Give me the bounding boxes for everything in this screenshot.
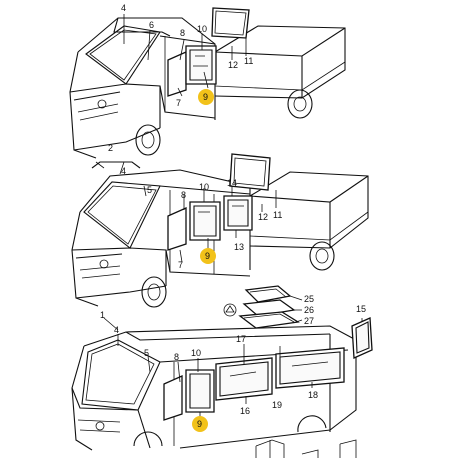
callout-14: 14 [227, 178, 237, 188]
callout-4: 4 [121, 3, 126, 13]
callout-4: 4 [121, 166, 126, 176]
callout-7: 7 [178, 260, 183, 270]
rear-window-part [229, 153, 271, 191]
callout-15: 15 [356, 304, 366, 314]
callout-11: 11 [244, 56, 253, 66]
callout-26: 26 [304, 305, 314, 315]
callout-9: 9 [197, 419, 202, 429]
side-window-assembly [167, 45, 217, 97]
callout-10: 10 [191, 348, 201, 358]
callout-13: 13 [234, 242, 244, 252]
callout-11: 11 [273, 210, 282, 220]
callout-8: 8 [181, 190, 186, 200]
callout-4: 4 [114, 325, 119, 335]
callout-5: 5 [147, 185, 152, 195]
callout-17: 17 [236, 334, 246, 344]
callout-6: 6 [149, 20, 154, 30]
view-double-cab: 2 4 5 8 10 14 12 11 7 13 9 [71, 143, 369, 308]
side-window-part [351, 317, 373, 359]
side-window-assembly [167, 195, 253, 251]
view-van: 1 4 5 8 10 17 19 16 18 15 25 26 27 9 [71, 285, 373, 458]
truck-body-outline [71, 161, 369, 308]
callout-1: 1 [100, 310, 105, 320]
callout-19: 19 [272, 400, 282, 410]
callout-5: 5 [144, 348, 149, 358]
callout-8: 8 [174, 352, 179, 362]
callout-16: 16 [240, 406, 250, 416]
callout-10: 10 [199, 182, 209, 192]
rear-window-part [211, 7, 250, 39]
callout-12: 12 [228, 60, 238, 70]
callout-9: 9 [203, 92, 208, 102]
callout-18: 18 [308, 390, 318, 400]
roof-hatch-parts [223, 285, 300, 329]
callout-8: 8 [180, 28, 185, 38]
callout-12: 12 [258, 212, 268, 222]
view-single-cab: 4 6 8 10 12 11 7 9 [69, 3, 346, 159]
highlight-marker [198, 89, 214, 105]
callout-27: 27 [304, 316, 314, 326]
callout-2: 2 [108, 143, 113, 153]
callout-10: 10 [197, 24, 207, 34]
highlight-marker [200, 248, 216, 264]
truck-body-outline [69, 17, 346, 159]
side-window-assembly [163, 347, 345, 421]
callout-25: 25 [304, 294, 314, 304]
callout-9: 9 [205, 251, 210, 261]
callout-7: 7 [176, 98, 181, 108]
highlight-marker [192, 416, 208, 432]
